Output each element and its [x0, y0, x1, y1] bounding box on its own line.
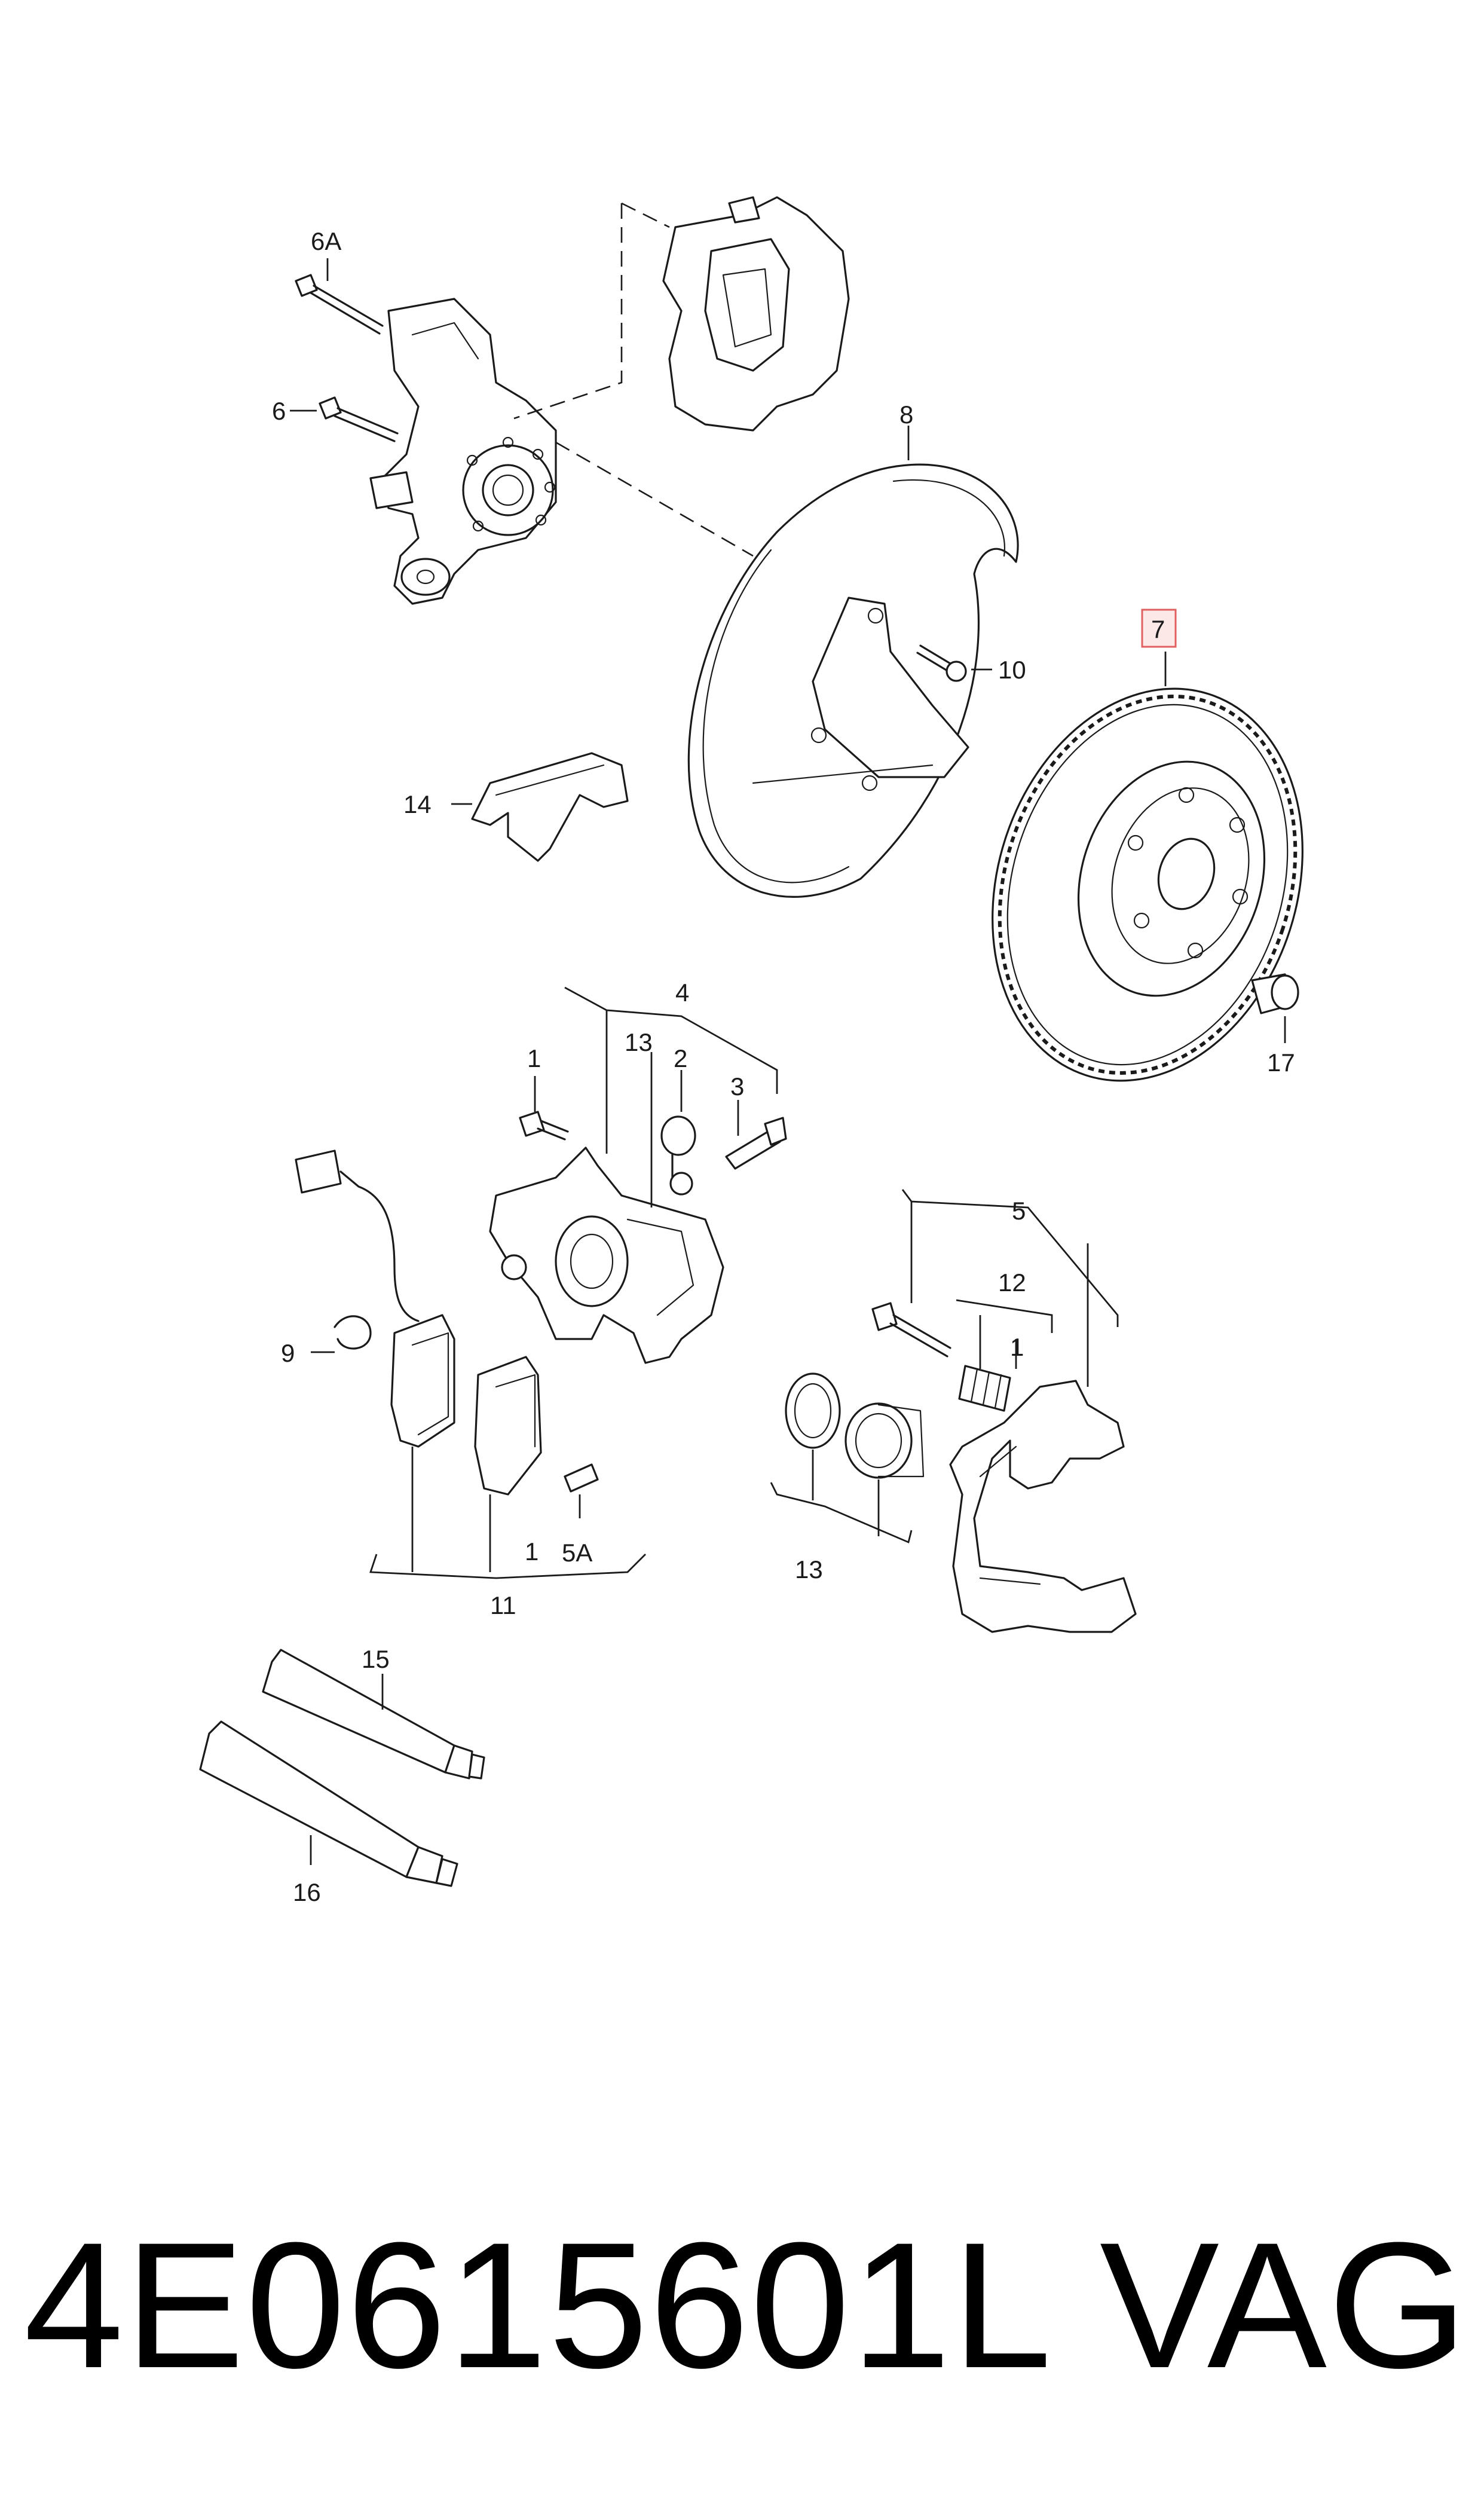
label-9: 9: [281, 1339, 295, 1367]
label-11: 11: [490, 1591, 516, 1619]
guide-bolt: [871, 1302, 951, 1358]
bolt-6: [319, 396, 399, 442]
clip-5A: [564, 1463, 599, 1493]
label-10: 10: [998, 656, 1026, 684]
label-1-bottom: 1: [525, 1537, 538, 1566]
assembly-lines: [513, 202, 754, 557]
label-15: 15: [362, 1645, 390, 1673]
piston-seal: [844, 1402, 925, 1479]
highlight-box: [1141, 609, 1177, 648]
brand-name: VAG: [1100, 2205, 1468, 2405]
label-13-top: 13: [625, 1028, 653, 1056]
grease-tube-16: [199, 1720, 458, 1887]
brake-pad-2: [474, 1356, 542, 1496]
label-5: 5: [1012, 1197, 1026, 1225]
callout-labels: 6A 6 8 7 10 14 4 13 1 2 3 17 5 12 1 9 1 …: [272, 227, 1295, 1906]
bolt-10: [916, 644, 967, 682]
grease-tube-15: [262, 1649, 485, 1780]
bleeder-cap-2: [660, 1115, 696, 1196]
brake-pad-1: [390, 1314, 455, 1448]
label-1-right: 1: [1010, 1333, 1024, 1361]
splash-shield: [687, 463, 1019, 898]
brake-caliper-middle: [489, 1147, 724, 1364]
label-5A: 5A: [562, 1539, 592, 1567]
bracket-14: [471, 752, 629, 862]
label-3: 3: [730, 1072, 744, 1100]
guide-sleeve: [958, 1365, 1011, 1412]
bolt-17: [1251, 973, 1299, 1014]
label-7: 7: [1151, 615, 1165, 643]
label-17: 17: [1267, 1048, 1295, 1077]
label-6A: 6A: [311, 227, 341, 255]
label-4: 4: [675, 979, 689, 1007]
label-6: 6: [272, 397, 286, 425]
caliper-carrier: [949, 1380, 1137, 1633]
bolt-1: [519, 1111, 569, 1141]
label-14: 14: [403, 790, 432, 818]
bleeder-screw-3: [725, 1117, 787, 1170]
seal-ring: [785, 1372, 841, 1449]
label-16: 16: [293, 1878, 321, 1906]
wear-sensor: [295, 1150, 420, 1350]
brake-disc: [992, 687, 1304, 1082]
label-13-bottom: 13: [795, 1555, 823, 1583]
label-8: 8: [899, 401, 913, 429]
steering-knuckle: [369, 298, 557, 605]
leader-lines: [290, 258, 1286, 1865]
label-2: 2: [674, 1044, 687, 1072]
label-1-top: 1: [527, 1044, 541, 1072]
label-12: 12: [998, 1268, 1026, 1297]
bolt-6A: [295, 274, 384, 335]
brake-caliper-top: [662, 196, 850, 432]
part-number: 4E0615601L: [24, 2205, 1053, 2405]
